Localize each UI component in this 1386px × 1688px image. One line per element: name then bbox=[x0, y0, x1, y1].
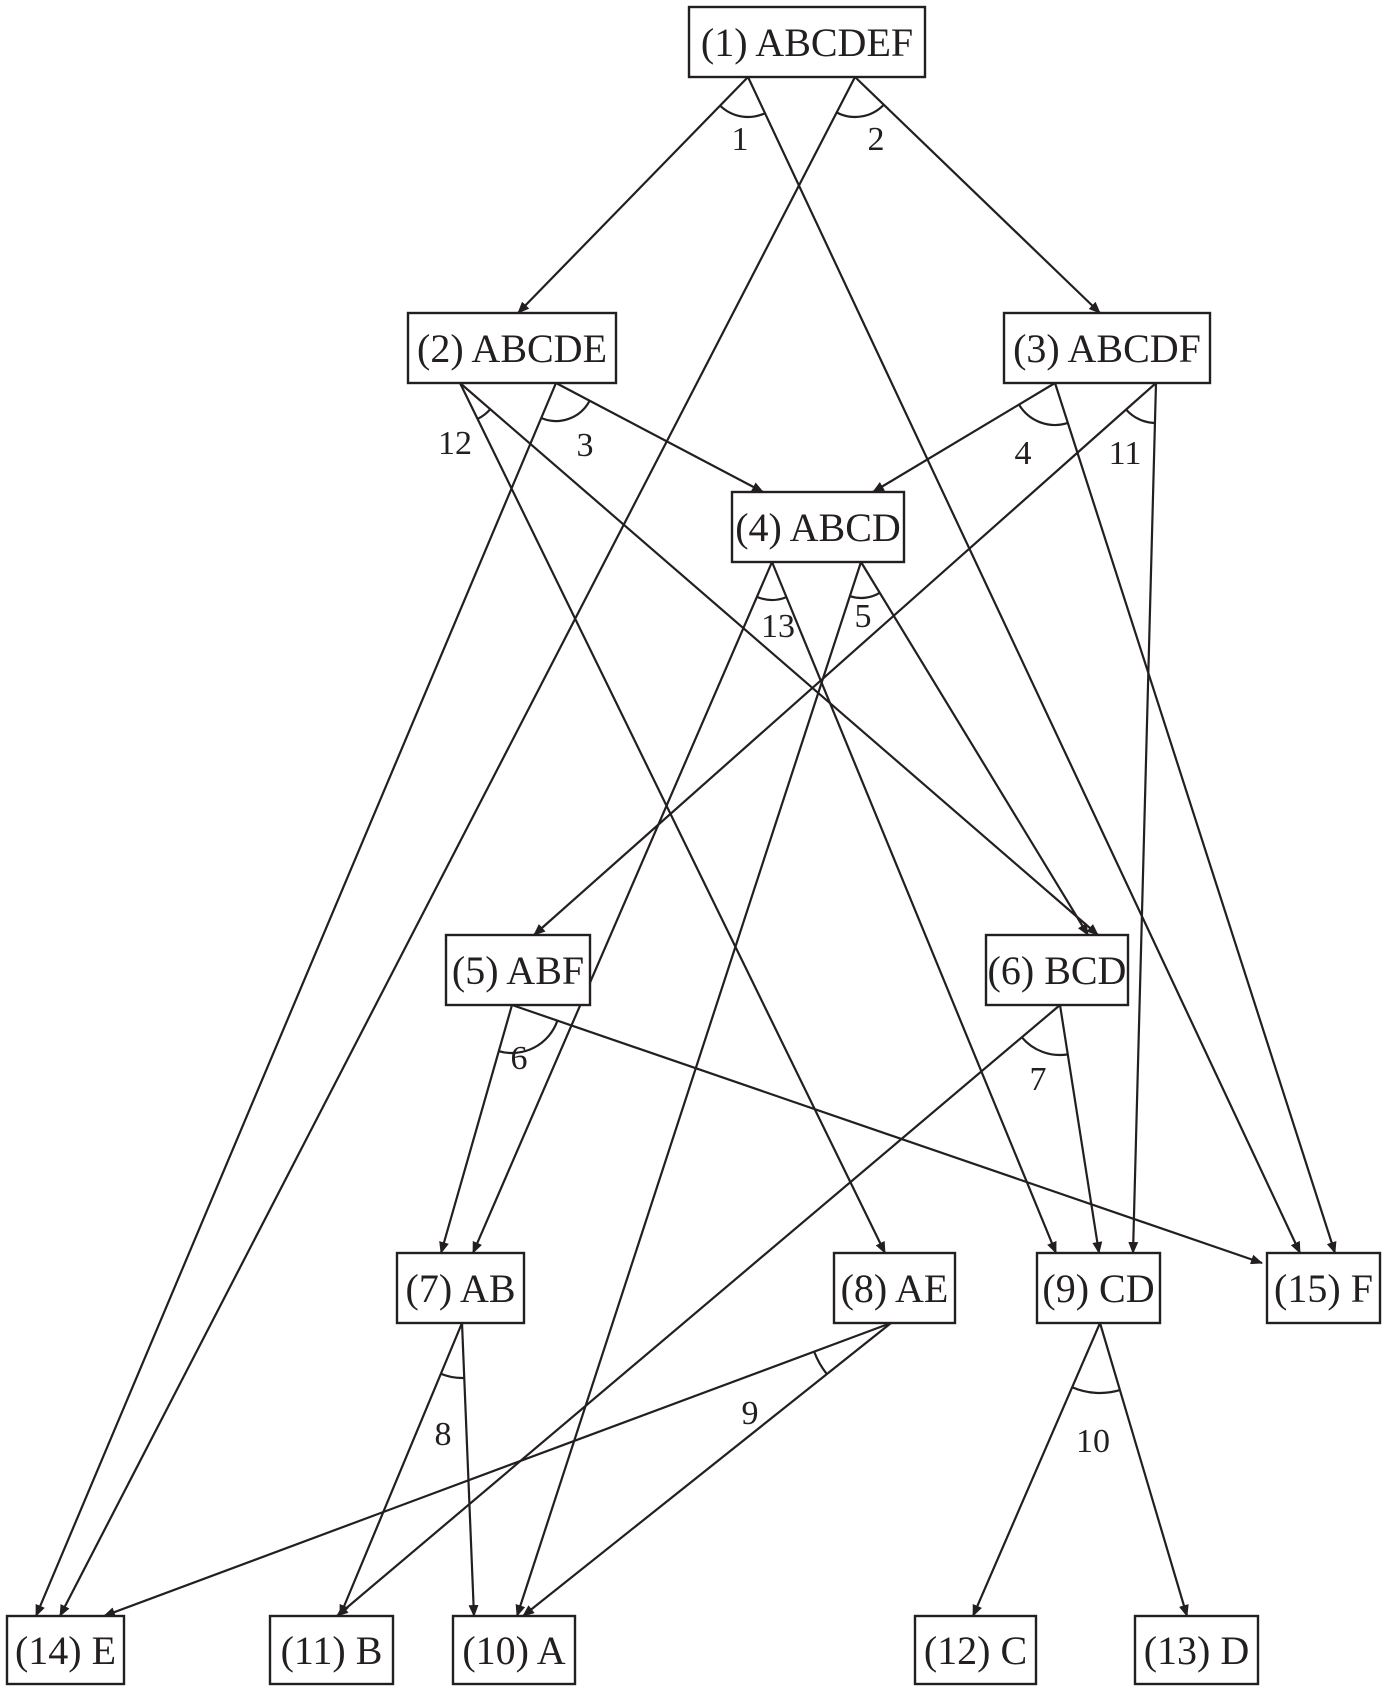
node-1: (1) ABCDEF bbox=[687, 5, 927, 79]
edge-8-to-n11 bbox=[338, 1322, 464, 1617]
node-box bbox=[5, 1614, 126, 1686]
edge-2-to-n14 bbox=[59, 76, 856, 1617]
and-arc-2 bbox=[836, 103, 885, 119]
and-arc-13 bbox=[756, 595, 787, 602]
node-label: (10) A bbox=[462, 1628, 565, 1673]
node-box bbox=[444, 933, 592, 1007]
node-box bbox=[1002, 311, 1212, 385]
and-arc-5 bbox=[849, 591, 881, 600]
node-label: (4) ABCD bbox=[735, 505, 901, 550]
connector-label-11: 11 bbox=[1109, 435, 1142, 472]
edge-1-to-n15 bbox=[747, 76, 1301, 1254]
edge-11-to-n9 bbox=[1128, 382, 1158, 1254]
and-arc-6 bbox=[498, 1020, 559, 1055]
node-box bbox=[451, 1614, 577, 1686]
connector-label-4: 4 bbox=[1015, 435, 1032, 472]
node-15: (15) F bbox=[1265, 1251, 1382, 1325]
edge-13-to-n9 bbox=[770, 561, 1058, 1254]
node-label: (9) CD bbox=[1042, 1266, 1154, 1311]
node-13: (13) D bbox=[1133, 1614, 1260, 1686]
node-5: (5) ABF bbox=[444, 933, 592, 1007]
node-box bbox=[1265, 1251, 1382, 1325]
edge-6-to-n7 bbox=[439, 1004, 514, 1254]
node-6: (6) BCD bbox=[984, 933, 1130, 1007]
node-label: (12) C bbox=[924, 1628, 1027, 1673]
edge-10-to-n13 bbox=[1098, 1322, 1189, 1617]
and-arc-7 bbox=[1020, 1036, 1068, 1057]
connector-label-10: 10 bbox=[1076, 1423, 1110, 1460]
and-arc-4 bbox=[1018, 404, 1069, 427]
connector-label-6: 6 bbox=[511, 1040, 528, 1077]
and-arc-12 bbox=[477, 408, 492, 420]
node-box bbox=[395, 1251, 526, 1325]
node-9: (9) CD bbox=[1035, 1251, 1162, 1325]
node-box bbox=[1133, 1614, 1260, 1686]
node-label: (3) ABCDF bbox=[1013, 326, 1201, 371]
node-label: (7) AB bbox=[406, 1266, 516, 1311]
node-10: (10) A bbox=[451, 1614, 577, 1686]
edge-3-to-n14 bbox=[34, 382, 558, 1617]
node-label: (14) E bbox=[15, 1628, 116, 1673]
node-box bbox=[268, 1614, 395, 1686]
node-label: (2) ABCDE bbox=[417, 326, 607, 371]
edge-6-to-n15 bbox=[511, 1003, 1263, 1265]
node-14: (14) E bbox=[5, 1614, 126, 1686]
node-box bbox=[832, 1251, 957, 1325]
and-arc-11 bbox=[1125, 408, 1156, 425]
node-box bbox=[1035, 1251, 1162, 1325]
node-8: (8) AE bbox=[832, 1251, 957, 1325]
nodes: (1) ABCDEF (2) ABCDE (3) ABCDF (4) ABCD (5) … bbox=[5, 5, 1382, 1686]
connector-label-5: 5 bbox=[855, 598, 872, 635]
edge-2-to-n3 bbox=[854, 76, 1101, 314]
node-box bbox=[687, 5, 927, 79]
node-box bbox=[984, 933, 1130, 1007]
and-arc-8 bbox=[440, 1372, 465, 1380]
node-4: (4) ABCD bbox=[730, 490, 906, 564]
node-label: (1) ABCDEF bbox=[701, 20, 913, 65]
node-label: (5) ABF bbox=[452, 948, 584, 993]
edge-10-to-n12 bbox=[971, 1322, 1102, 1617]
connector-label-13: 13 bbox=[761, 608, 795, 645]
edge-4-to-n4 bbox=[872, 382, 1056, 493]
node-label: (11) B bbox=[281, 1628, 383, 1673]
edge-7-to-n9 bbox=[1058, 1004, 1103, 1254]
node-2: (2) ABCDE bbox=[406, 311, 618, 385]
and-arc-10 bbox=[1071, 1386, 1121, 1395]
edge-9-to-n10 bbox=[522, 1322, 892, 1617]
connector-label-3: 3 bbox=[577, 427, 594, 464]
node-box bbox=[406, 311, 618, 385]
connector-label-1: 1 bbox=[732, 121, 749, 158]
edge-8-to-n10 bbox=[460, 1322, 479, 1617]
edge-12-to-n6 bbox=[459, 382, 1099, 936]
edge-4-to-n15 bbox=[1053, 382, 1337, 1254]
node-label: (6) BCD bbox=[988, 948, 1127, 993]
node-box bbox=[913, 1614, 1038, 1686]
node-label: (8) AE bbox=[841, 1266, 949, 1311]
edges bbox=[34, 76, 1337, 1618]
node-7: (7) AB bbox=[395, 1251, 526, 1325]
edge-11-to-n5 bbox=[533, 382, 1157, 936]
edge-9-to-n14 bbox=[103, 1321, 892, 1618]
node-12: (12) C bbox=[913, 1614, 1038, 1686]
connector-label-8: 8 bbox=[435, 1416, 452, 1453]
and-arc-1 bbox=[719, 104, 766, 119]
connector-label-12: 12 bbox=[438, 425, 472, 462]
connector-label-7: 7 bbox=[1030, 1061, 1047, 1098]
edge-5-to-n6 bbox=[860, 561, 1089, 936]
node-11: (11) B bbox=[268, 1614, 395, 1686]
connector-label-9: 9 bbox=[742, 1395, 759, 1432]
and-arc-3 bbox=[540, 400, 591, 423]
node-label: (15) F bbox=[1274, 1266, 1373, 1311]
and-arc-9 bbox=[813, 1351, 828, 1375]
edge-7-to-n11 bbox=[336, 1004, 1061, 1617]
connector-label-2: 2 bbox=[868, 121, 885, 158]
edge-5-to-n10 bbox=[515, 561, 863, 1617]
edge-1-to-n2 bbox=[517, 76, 749, 314]
node-label: (13) D bbox=[1144, 1628, 1250, 1673]
node-3: (3) ABCDF bbox=[1002, 311, 1212, 385]
edge-13-to-n7 bbox=[471, 561, 774, 1254]
node-box bbox=[730, 490, 906, 564]
